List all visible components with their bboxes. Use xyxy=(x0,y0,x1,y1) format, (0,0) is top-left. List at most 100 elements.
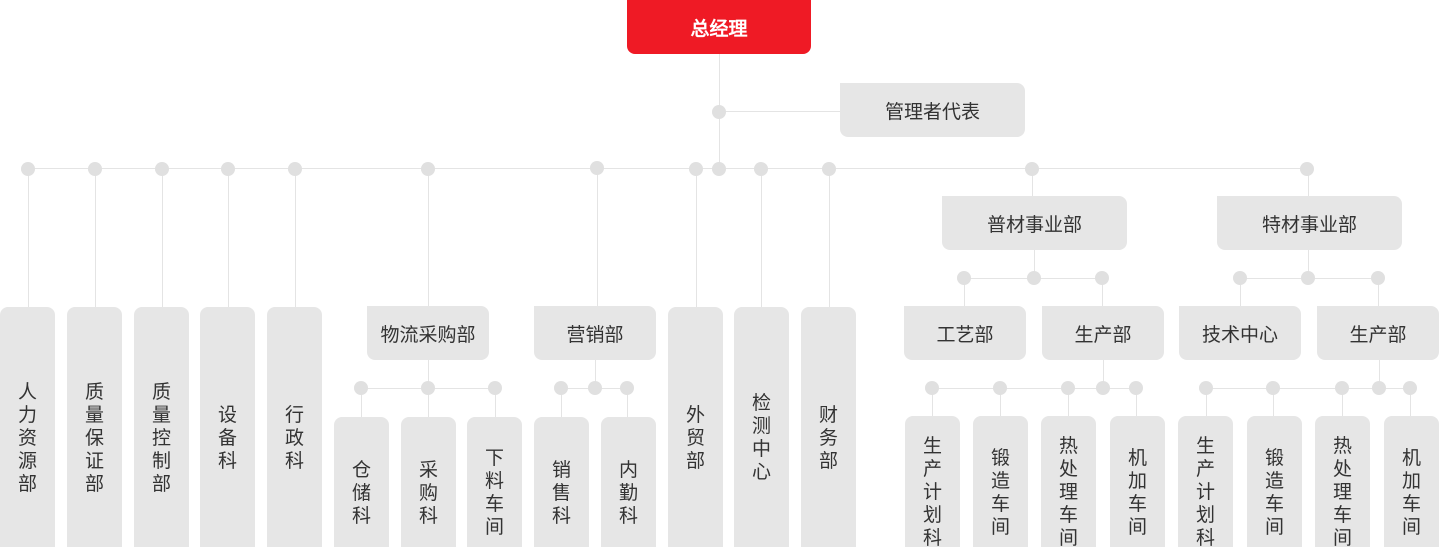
node-dot xyxy=(1335,381,1349,395)
line-drop xyxy=(228,169,229,307)
line-sub-bus xyxy=(1206,388,1410,389)
node-dot xyxy=(993,381,1007,395)
line-drop xyxy=(162,169,163,307)
node-dot xyxy=(1095,271,1109,285)
node-management-rep: 管理者代表 xyxy=(840,83,1025,137)
node-dot xyxy=(1372,381,1386,395)
node-division-tecai: 特材事业部 xyxy=(1217,196,1402,250)
line-drop xyxy=(1000,388,1001,416)
node-leaf-heat-1: 热处理车间 xyxy=(1041,416,1096,549)
node-label: 锻造车间 xyxy=(990,446,1010,538)
node-label: 人力资源部 xyxy=(17,380,37,495)
node-label: 生产计划科 xyxy=(922,435,942,549)
node-label: 内勤科 xyxy=(618,458,638,527)
line-sub xyxy=(1034,250,1035,278)
node-dot xyxy=(925,381,939,395)
node-leaf-qa: 质量保证部 xyxy=(67,307,122,547)
node-label: 销售科 xyxy=(551,458,571,527)
node-label: 锻造车间 xyxy=(1264,446,1284,538)
node-dot xyxy=(554,381,568,395)
line-main-bus xyxy=(28,168,1308,169)
node-leaf-forging-1: 锻造车间 xyxy=(973,416,1028,547)
line-drop xyxy=(1378,278,1379,306)
node-dot xyxy=(1027,271,1041,285)
node-leaf-testing: 检测中心 xyxy=(734,307,789,547)
node-leaf-finance: 财务部 xyxy=(801,307,856,547)
node-dot xyxy=(1403,381,1417,395)
node-label: 机加车间 xyxy=(1127,446,1147,538)
line-drop xyxy=(1410,388,1411,416)
node-dot xyxy=(590,161,604,175)
node-label: 质量控制部 xyxy=(151,380,171,495)
line-drop xyxy=(1102,278,1103,306)
node-dot xyxy=(620,381,634,395)
line-drop xyxy=(761,169,762,307)
line-drop xyxy=(361,388,362,417)
line-drop xyxy=(561,388,562,417)
node-label: 行政科 xyxy=(284,403,304,472)
node-label: 生产计划科 xyxy=(1195,435,1215,549)
node-dot xyxy=(1096,381,1110,395)
line-sub xyxy=(428,360,429,388)
node-dot xyxy=(221,162,235,176)
node-dot xyxy=(588,381,602,395)
node-dot xyxy=(712,105,726,119)
node-dept-tech-center: 技术中心 xyxy=(1179,306,1301,360)
line-sub xyxy=(595,360,596,388)
node-general-manager: 总经理 xyxy=(627,0,811,54)
node-dot xyxy=(354,381,368,395)
node-dot xyxy=(1233,271,1247,285)
line-drop xyxy=(95,169,96,307)
node-dept-production-1: 生产部 xyxy=(1042,306,1164,360)
node-label: 热处理车间 xyxy=(1058,435,1078,549)
node-leaf-sales: 销售科 xyxy=(534,417,589,547)
node-leaf-equipment: 设备科 xyxy=(200,307,255,547)
line-sub-bus xyxy=(932,388,1136,389)
node-leaf-hr: 人力资源部 xyxy=(0,307,55,547)
line-drop xyxy=(1240,278,1241,306)
node-dot xyxy=(21,162,35,176)
node-label: 财务部 xyxy=(818,403,838,472)
node-dot xyxy=(488,381,502,395)
line-drop xyxy=(932,388,933,416)
node-dot xyxy=(957,271,971,285)
node-leaf-qc: 质量控制部 xyxy=(134,307,189,547)
node-label: 下料车间 xyxy=(484,447,504,538)
node-label: 设备科 xyxy=(217,403,237,472)
node-division-pucai: 普材事业部 xyxy=(942,196,1127,250)
line-drop xyxy=(696,169,697,307)
line-drop xyxy=(1342,388,1343,416)
node-dot xyxy=(1371,271,1385,285)
node-label: 机加车间 xyxy=(1401,446,1421,538)
line-sub xyxy=(1379,360,1380,388)
node-dot xyxy=(288,162,302,176)
node-dept-logistics: 物流采购部 xyxy=(367,306,489,360)
line-drop xyxy=(1308,169,1309,196)
line-drop xyxy=(1032,169,1033,196)
node-leaf-cutting: 下料车间 xyxy=(467,417,522,547)
line-drop xyxy=(1273,388,1274,416)
node-leaf-foreign-trade: 外贸部 xyxy=(668,307,723,547)
node-leaf-office: 内勤科 xyxy=(601,417,656,547)
node-dot xyxy=(155,162,169,176)
node-leaf-purchasing: 采购科 xyxy=(401,417,456,547)
node-dot xyxy=(421,381,435,395)
node-dot xyxy=(1199,381,1213,395)
line-sub xyxy=(1308,250,1309,278)
node-dot xyxy=(822,162,836,176)
node-dot xyxy=(754,162,768,176)
node-dept-production-2: 生产部 xyxy=(1317,306,1439,360)
node-dot xyxy=(1301,271,1315,285)
line-drop xyxy=(627,388,628,417)
node-dot xyxy=(421,162,435,176)
node-dot xyxy=(1129,381,1143,395)
node-leaf-heat-2: 热处理车间 xyxy=(1315,416,1370,549)
line-sub xyxy=(1103,360,1104,388)
node-leaf-plan-2: 生产计划科 xyxy=(1178,416,1233,549)
line-drop xyxy=(597,169,598,307)
node-dot xyxy=(1266,381,1280,395)
line-drop xyxy=(28,169,29,307)
line-drop xyxy=(428,388,429,417)
line-drop xyxy=(428,169,429,307)
